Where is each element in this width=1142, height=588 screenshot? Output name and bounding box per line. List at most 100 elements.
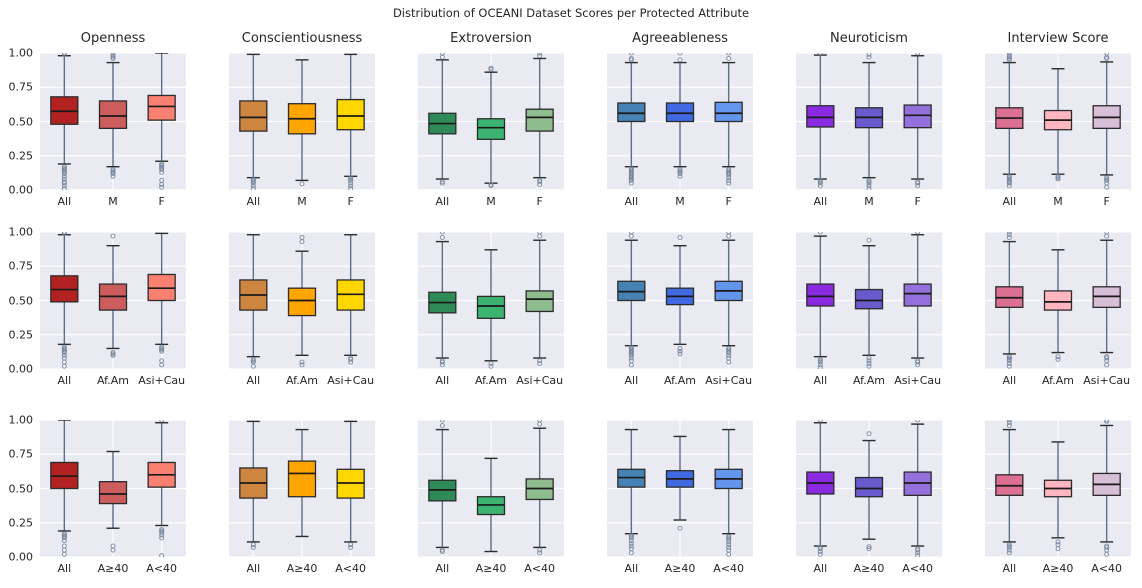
boxplot-svg [796, 232, 942, 369]
box-f [1092, 53, 1121, 190]
box-a-40 [665, 435, 695, 531]
x-tick-label-all: All [1002, 374, 1017, 387]
x-tick-label-all: All [435, 562, 450, 575]
plot-area [985, 420, 1131, 557]
plot-area [418, 420, 564, 557]
x-tick-label-af-am: Af.Am [97, 374, 129, 387]
plot-area [796, 53, 942, 190]
box-f [525, 53, 554, 188]
x-tick-label-f: F [536, 195, 543, 208]
panel-conscientiousness-ethnicity: All Af.Am Asi+Cau [229, 232, 375, 389]
x-tick-label-a-40: A≥40 [853, 562, 885, 575]
box-af-am [287, 234, 317, 368]
boxplot-svg [229, 420, 375, 557]
box-af-am [854, 237, 884, 369]
box-af-am [665, 234, 695, 357]
box-all [428, 420, 457, 555]
x-tick-label-all: All [57, 374, 72, 387]
y-tick-label: 1.00 [8, 46, 34, 60]
box-all [995, 53, 1024, 189]
figure-title: Distribution of OCEANI Dataset Scores pe… [392, 6, 750, 20]
box-all [239, 53, 268, 190]
x-tick-label-all: All [57, 562, 72, 575]
x-tick-label-a-40: A<40 [146, 562, 178, 575]
box-all [50, 420, 79, 557]
x-tick-label-all: All [246, 374, 261, 387]
boxplot-svg [985, 232, 1131, 369]
x-tick-label-asi-cau: Asi+Cau [327, 374, 375, 387]
x-tick-label-f: F [914, 195, 921, 208]
x-tick-label-a-40: A<40 [713, 562, 745, 575]
box-all [617, 428, 646, 556]
x-tick-label-all: All [624, 195, 639, 208]
box-asi-cau [336, 234, 365, 365]
boxplot-svg [985, 420, 1131, 557]
x-tick-labels: All A≥40 A<40 [40, 557, 186, 577]
plot-area [985, 232, 1131, 369]
box-a-40 [525, 420, 554, 556]
plot-area [229, 420, 375, 557]
x-tick-label-m: M [297, 195, 307, 208]
boxplot-svg [985, 53, 1131, 190]
x-tick-label-af-am: Af.Am [664, 374, 696, 387]
x-tick-label-a-40: A<40 [335, 562, 367, 575]
boxplot-svg [418, 420, 564, 557]
y-tick-label: 0.25 [8, 328, 34, 342]
box-asi-cau [1092, 232, 1121, 368]
boxplot-svg [796, 53, 942, 190]
y-tick-label: 0.50 [8, 294, 34, 307]
boxplot-svg [607, 420, 753, 557]
y-tick-label: 0.25 [8, 516, 34, 530]
boxplot-svg [40, 53, 186, 190]
panel-title-interview-score: Interview Score [1007, 31, 1109, 46]
plot-area [229, 232, 375, 369]
x-tick-label-af-am: Af.Am [286, 374, 318, 387]
x-tick-label-f: F [725, 195, 732, 208]
box-m [665, 53, 695, 179]
x-tick-label-a-40: A≥40 [97, 562, 129, 575]
x-tick-label-all: All [57, 195, 72, 208]
x-tick-label-all: All [813, 562, 828, 575]
box-m [287, 59, 317, 187]
y-tick-label: 1.00 [8, 413, 34, 427]
plot-area [985, 53, 1131, 190]
x-tick-label-a-40: A<40 [1091, 562, 1123, 575]
box-af-am [98, 233, 128, 358]
box-all [806, 53, 835, 189]
box-all [239, 234, 268, 369]
boxplot-svg [40, 420, 186, 557]
x-tick-label-m: M [1053, 195, 1063, 208]
box-a-40 [287, 428, 317, 538]
x-tick-label-all: All [246, 195, 261, 208]
y-tick-label: 0.50 [8, 115, 34, 128]
x-tick-label-af-am: Af.Am [475, 374, 507, 387]
box-all [617, 232, 646, 368]
y-tick-label: 0.25 [8, 149, 34, 163]
plot-area [418, 232, 564, 369]
panel-title-extroversion: Extroversion [450, 31, 532, 46]
box-all [995, 232, 1024, 369]
plot-area [607, 420, 753, 557]
x-tick-label-a-40: A≥40 [1042, 562, 1074, 575]
boxplot-svg [229, 232, 375, 369]
panel-title-neuroticism: Neuroticism [830, 31, 908, 46]
box-all [806, 420, 835, 557]
